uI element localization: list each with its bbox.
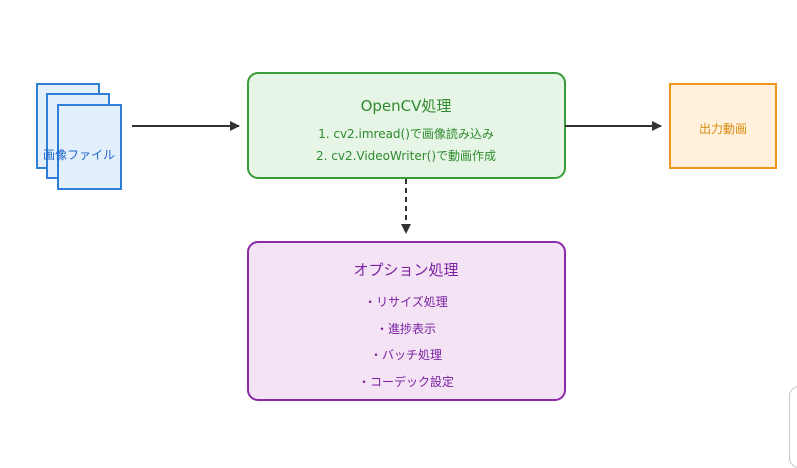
document-stack-front-sheet xyxy=(57,104,122,190)
option-item-codec: ・コーデック設定 xyxy=(357,375,455,389)
option-item-progress: ・進捗表示 xyxy=(375,322,437,336)
opencv-step-1: 1. cv2.imread()で画像読み込み xyxy=(318,127,494,141)
flow-diagram xyxy=(36,72,777,401)
opencv-title: OpenCV処理 xyxy=(360,97,452,115)
output-video-label: 出力動画 xyxy=(698,122,748,136)
option-item-batch: ・バッチ処理 xyxy=(369,348,443,362)
image-files-node xyxy=(36,83,122,190)
option-item-resize: ・リサイズ処理 xyxy=(364,295,448,309)
edge-panel-corner xyxy=(789,386,797,468)
options-node xyxy=(247,241,566,401)
output-video-node xyxy=(669,83,777,169)
options-title: オプション処理 xyxy=(353,261,459,279)
opencv-step-2: 2. cv2.VideoWriter()で動画作成 xyxy=(315,149,497,163)
image-files-label: 画像ファイル xyxy=(42,148,116,162)
